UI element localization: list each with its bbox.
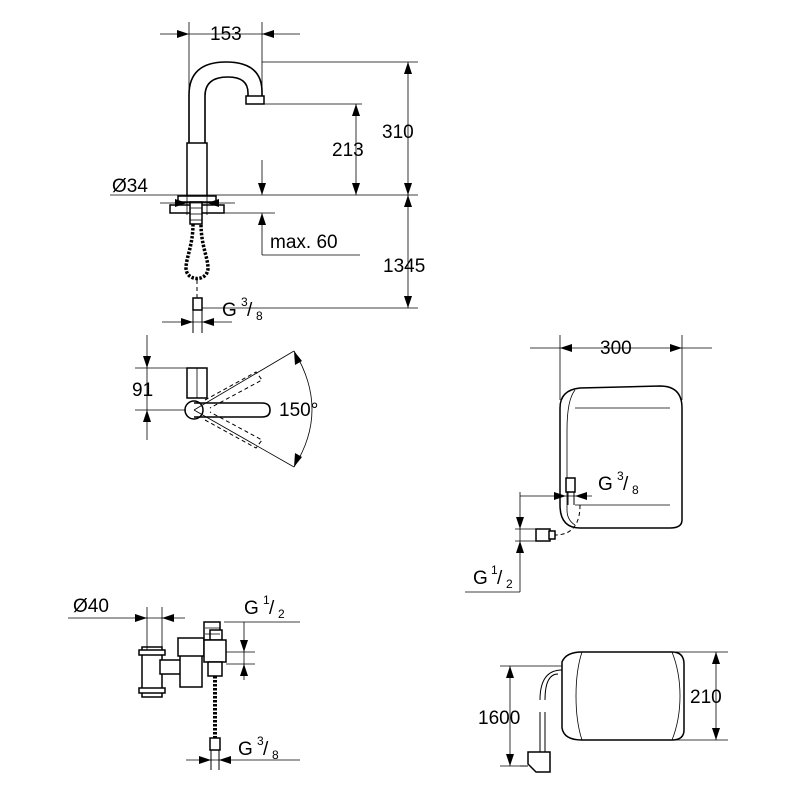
faucet-body bbox=[186, 142, 208, 197]
dim-faucet-connection: G 3 / 8 bbox=[162, 295, 263, 326]
label-box-inlet-g: G bbox=[473, 568, 488, 589]
dim-body-diameter: Ø34 bbox=[112, 143, 235, 215]
dim-heights: 310 213 1345 bbox=[110, 61, 425, 309]
valve-connector bbox=[203, 639, 227, 663]
label-valve-top-g: G bbox=[244, 598, 259, 619]
box-inlet-connector bbox=[535, 528, 551, 542]
label-310: 310 bbox=[382, 122, 414, 143]
label-box-inlet-num: 1 bbox=[491, 563, 498, 577]
spout-outlet bbox=[245, 95, 265, 105]
box-side-view bbox=[520, 651, 685, 773]
label-valve-bottom-g: G bbox=[238, 739, 253, 760]
valve-bottom-connector bbox=[209, 737, 221, 751]
mounting-flange bbox=[177, 195, 217, 203]
control-box-view bbox=[535, 385, 683, 542]
dim-valve-bottom: G 3 / 8 bbox=[186, 734, 300, 764]
label-210: 210 bbox=[690, 687, 722, 708]
dim-box-inlet: G 1 / 2 bbox=[465, 492, 538, 593]
label-valve-top-den: 2 bbox=[278, 607, 285, 621]
fraction-slash-4: / bbox=[269, 598, 275, 619]
label-1600: 1600 bbox=[478, 708, 520, 729]
label-150deg: 150° bbox=[279, 400, 318, 421]
valve-view bbox=[138, 621, 227, 770]
label-1345: 1345 bbox=[383, 256, 425, 277]
box-side-body bbox=[561, 651, 685, 741]
label-box-outlet-num: 3 bbox=[617, 469, 624, 483]
fraction-slash-2: / bbox=[623, 474, 629, 495]
top-view-spout bbox=[194, 402, 271, 418]
fraction-slash-3: / bbox=[497, 568, 503, 589]
label-max60: max. 60 bbox=[270, 232, 338, 253]
label-box-outlet-den: 8 bbox=[632, 483, 639, 497]
dim-box-offset: 91 bbox=[132, 335, 187, 440]
dim-deck-thickness: max. 60 bbox=[220, 160, 360, 256]
label-faucet-den: 8 bbox=[256, 309, 263, 323]
label-valve-bottom-den: 8 bbox=[272, 748, 279, 762]
box-cable-plug bbox=[527, 751, 551, 773]
dim-valve-top: G 1 / 2 bbox=[224, 593, 300, 680]
mounting-stud bbox=[189, 201, 203, 225]
box-outlet-connector bbox=[565, 477, 576, 493]
label-d40: Ø40 bbox=[73, 596, 109, 617]
dim-box-height: 210 bbox=[672, 651, 728, 741]
dim-spout-reach: 153 bbox=[160, 22, 300, 95]
label-box-inlet-den: 2 bbox=[506, 577, 513, 591]
dim-box-outlet: G 3 / 8 bbox=[520, 469, 639, 500]
faucet-top-view: 150° bbox=[184, 350, 318, 468]
label-91: 91 bbox=[132, 380, 153, 401]
valve-tee-branch bbox=[159, 659, 183, 675]
valve-block bbox=[179, 654, 203, 688]
label-153: 153 bbox=[210, 24, 242, 45]
label-valve-top-num: 1 bbox=[263, 593, 270, 607]
label-213: 213 bbox=[332, 140, 364, 161]
fraction-slash-5: / bbox=[263, 739, 269, 760]
faucet-spout bbox=[188, 61, 263, 145]
label-box-outlet-g: G bbox=[598, 474, 613, 495]
dim-valve-diameter: Ø40 bbox=[68, 596, 185, 650]
control-box-body bbox=[559, 385, 683, 529]
label-valve-bottom-num: 3 bbox=[257, 734, 264, 748]
label-300: 300 bbox=[600, 338, 632, 359]
label-d34: Ø34 bbox=[112, 176, 148, 197]
label-faucet-num: 3 bbox=[241, 295, 248, 309]
dim-box-width: 300 bbox=[530, 335, 712, 400]
braided-hose bbox=[184, 223, 210, 281]
faucet-view bbox=[169, 61, 265, 333]
dim-cable-length: 1600 bbox=[478, 665, 562, 767]
label-faucet-g: G bbox=[222, 300, 237, 321]
hose-connector bbox=[192, 297, 203, 311]
fraction-slash: / bbox=[247, 300, 253, 321]
